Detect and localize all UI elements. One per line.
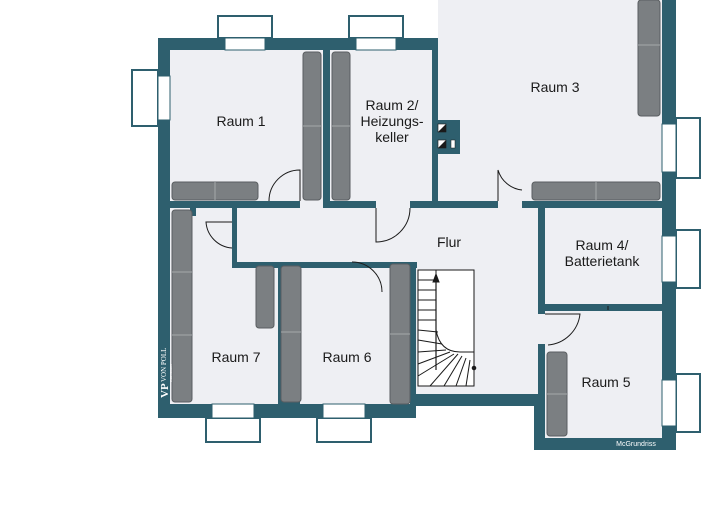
radiator-dividers xyxy=(172,44,660,395)
room-label-raum-6: Raum 6 xyxy=(322,349,371,365)
radiator-raum6-left xyxy=(280,265,302,403)
room-label-raum-5: Raum 5 xyxy=(581,374,630,390)
room-label-line: Flur xyxy=(437,234,461,250)
room-label-raum-3: Raum 3 xyxy=(530,79,579,95)
room-label-line: Batterietank xyxy=(565,253,641,269)
window-raum3-right xyxy=(675,117,701,179)
room-label-line: Raum 6 xyxy=(322,349,371,365)
windows xyxy=(131,15,701,443)
room-label-raum-7: Raum 7 xyxy=(211,349,260,365)
doors xyxy=(205,169,609,346)
logo-subtitle: IMMOBILIEN xyxy=(169,363,173,382)
window-raum1-left xyxy=(131,69,159,127)
window-raum5-right xyxy=(675,373,701,433)
window-raum1-top xyxy=(217,15,273,39)
room-label-line: Raum 2/ xyxy=(366,97,419,113)
logo-initials: VP xyxy=(159,383,171,398)
credit-label: McGrundriss xyxy=(616,441,656,448)
window-raum7-bottom xyxy=(205,417,261,443)
room-label-line: Raum 4/ xyxy=(576,237,629,253)
room-label-flur: Flur xyxy=(437,234,461,250)
room-label-line: Raum 3 xyxy=(530,79,579,95)
window-raum2-top xyxy=(348,15,404,39)
room-label-line: Raum 7 xyxy=(211,349,260,365)
logo-name: VON POLL xyxy=(160,348,168,382)
radiator-raum3-right xyxy=(637,0,661,117)
room-label-raum-4: Raum 4/Batterietank xyxy=(565,237,641,269)
room-label-raum-2: Raum 2/Heizungs-keller xyxy=(360,97,423,145)
window-raum6-bottom xyxy=(316,417,372,443)
room-label-line: Raum 1 xyxy=(216,113,265,129)
room-label-raum-1: Raum 1 xyxy=(216,113,265,129)
radiator-raum7-mid xyxy=(255,265,275,329)
radiator-raum7-left xyxy=(171,209,193,403)
room-label-line: keller xyxy=(375,129,409,145)
floor-raum4 xyxy=(545,212,662,304)
floor-raum3 xyxy=(438,0,662,201)
window-raum4-right xyxy=(675,229,701,289)
room-label-line: Raum 5 xyxy=(581,374,630,390)
von-poll-logo: VP VON POLL IMMOBILIEN xyxy=(159,348,173,398)
heating-unit-icon xyxy=(436,120,460,154)
floor-raum1 xyxy=(170,50,323,201)
room-label-line: Heizungs- xyxy=(360,113,423,129)
staircase xyxy=(417,269,477,387)
